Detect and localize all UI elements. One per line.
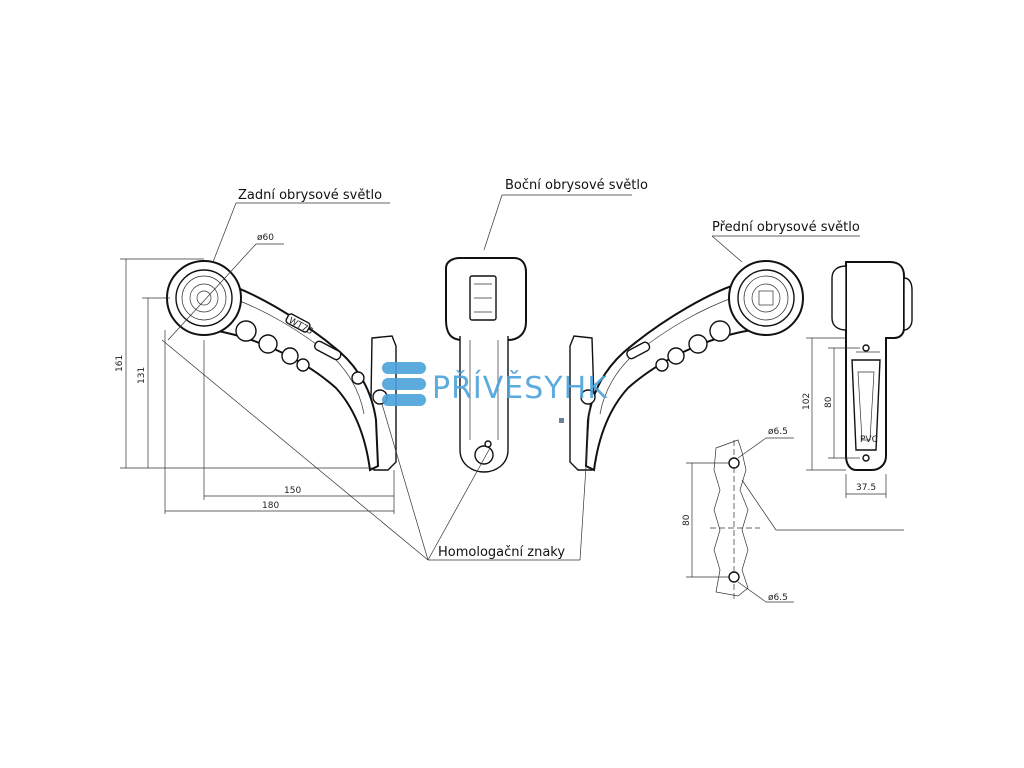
dim-hole-top: 6.5 — [774, 427, 788, 437]
dim-width-total: 180 — [262, 501, 279, 511]
base-marking: PVC — [860, 435, 878, 445]
dim-side-height: 102 — [802, 393, 812, 410]
rear-lamp-view: WT73 ø60 161 131 150 180 Zadní obrysové — [115, 188, 397, 514]
svg-text:ø6.5: ø6.5 — [768, 427, 788, 437]
end-view: PVC 102 80 37.5 — [802, 261, 913, 498]
dim-hole-bottom: 6.5 — [774, 593, 788, 603]
dim-height-inner: 131 — [137, 367, 147, 384]
dim-lamp-diameter: 60 — [263, 233, 275, 243]
homologation-mark-icon — [580, 389, 596, 405]
label-side-light: Boční obrysové světlo — [505, 178, 648, 193]
center-marker — [559, 418, 564, 423]
dim-side-inner: 80 — [824, 396, 834, 408]
svg-text:ø60: ø60 — [257, 233, 274, 243]
front-lamp-view: Přední obrysové světlo — [569, 220, 860, 472]
label-rear-light: Zadní obrysové světlo — [238, 188, 382, 203]
watermark-text: PŘÍVĚSYHK — [432, 370, 608, 406]
dim-width-inner: 150 — [284, 486, 301, 496]
svg-text:ø6.5: ø6.5 — [768, 593, 788, 603]
homologation-callout: Homologační znaky — [161, 339, 591, 561]
diameter-symbol: ø — [768, 593, 774, 603]
dim-hole-spacing: 80 — [682, 514, 692, 526]
label-homologation: Homologační znaky — [438, 545, 565, 560]
watermark: PŘÍVĚSYHK — [382, 362, 608, 406]
diameter-symbol: ø — [257, 233, 263, 243]
side-lamp-view: Boční obrysové světlo — [445, 178, 648, 473]
homologation-mark-icon — [484, 440, 492, 448]
dim-height-total: 161 — [115, 355, 125, 372]
dim-side-width: 37.5 — [856, 483, 876, 493]
diameter-symbol: ø — [768, 427, 774, 437]
label-front-light: Přední obrysové světlo — [712, 220, 860, 235]
watermark-logo-icon — [382, 362, 426, 406]
hole-detail: 80 ø6.5 ø6.5 — [682, 427, 904, 603]
